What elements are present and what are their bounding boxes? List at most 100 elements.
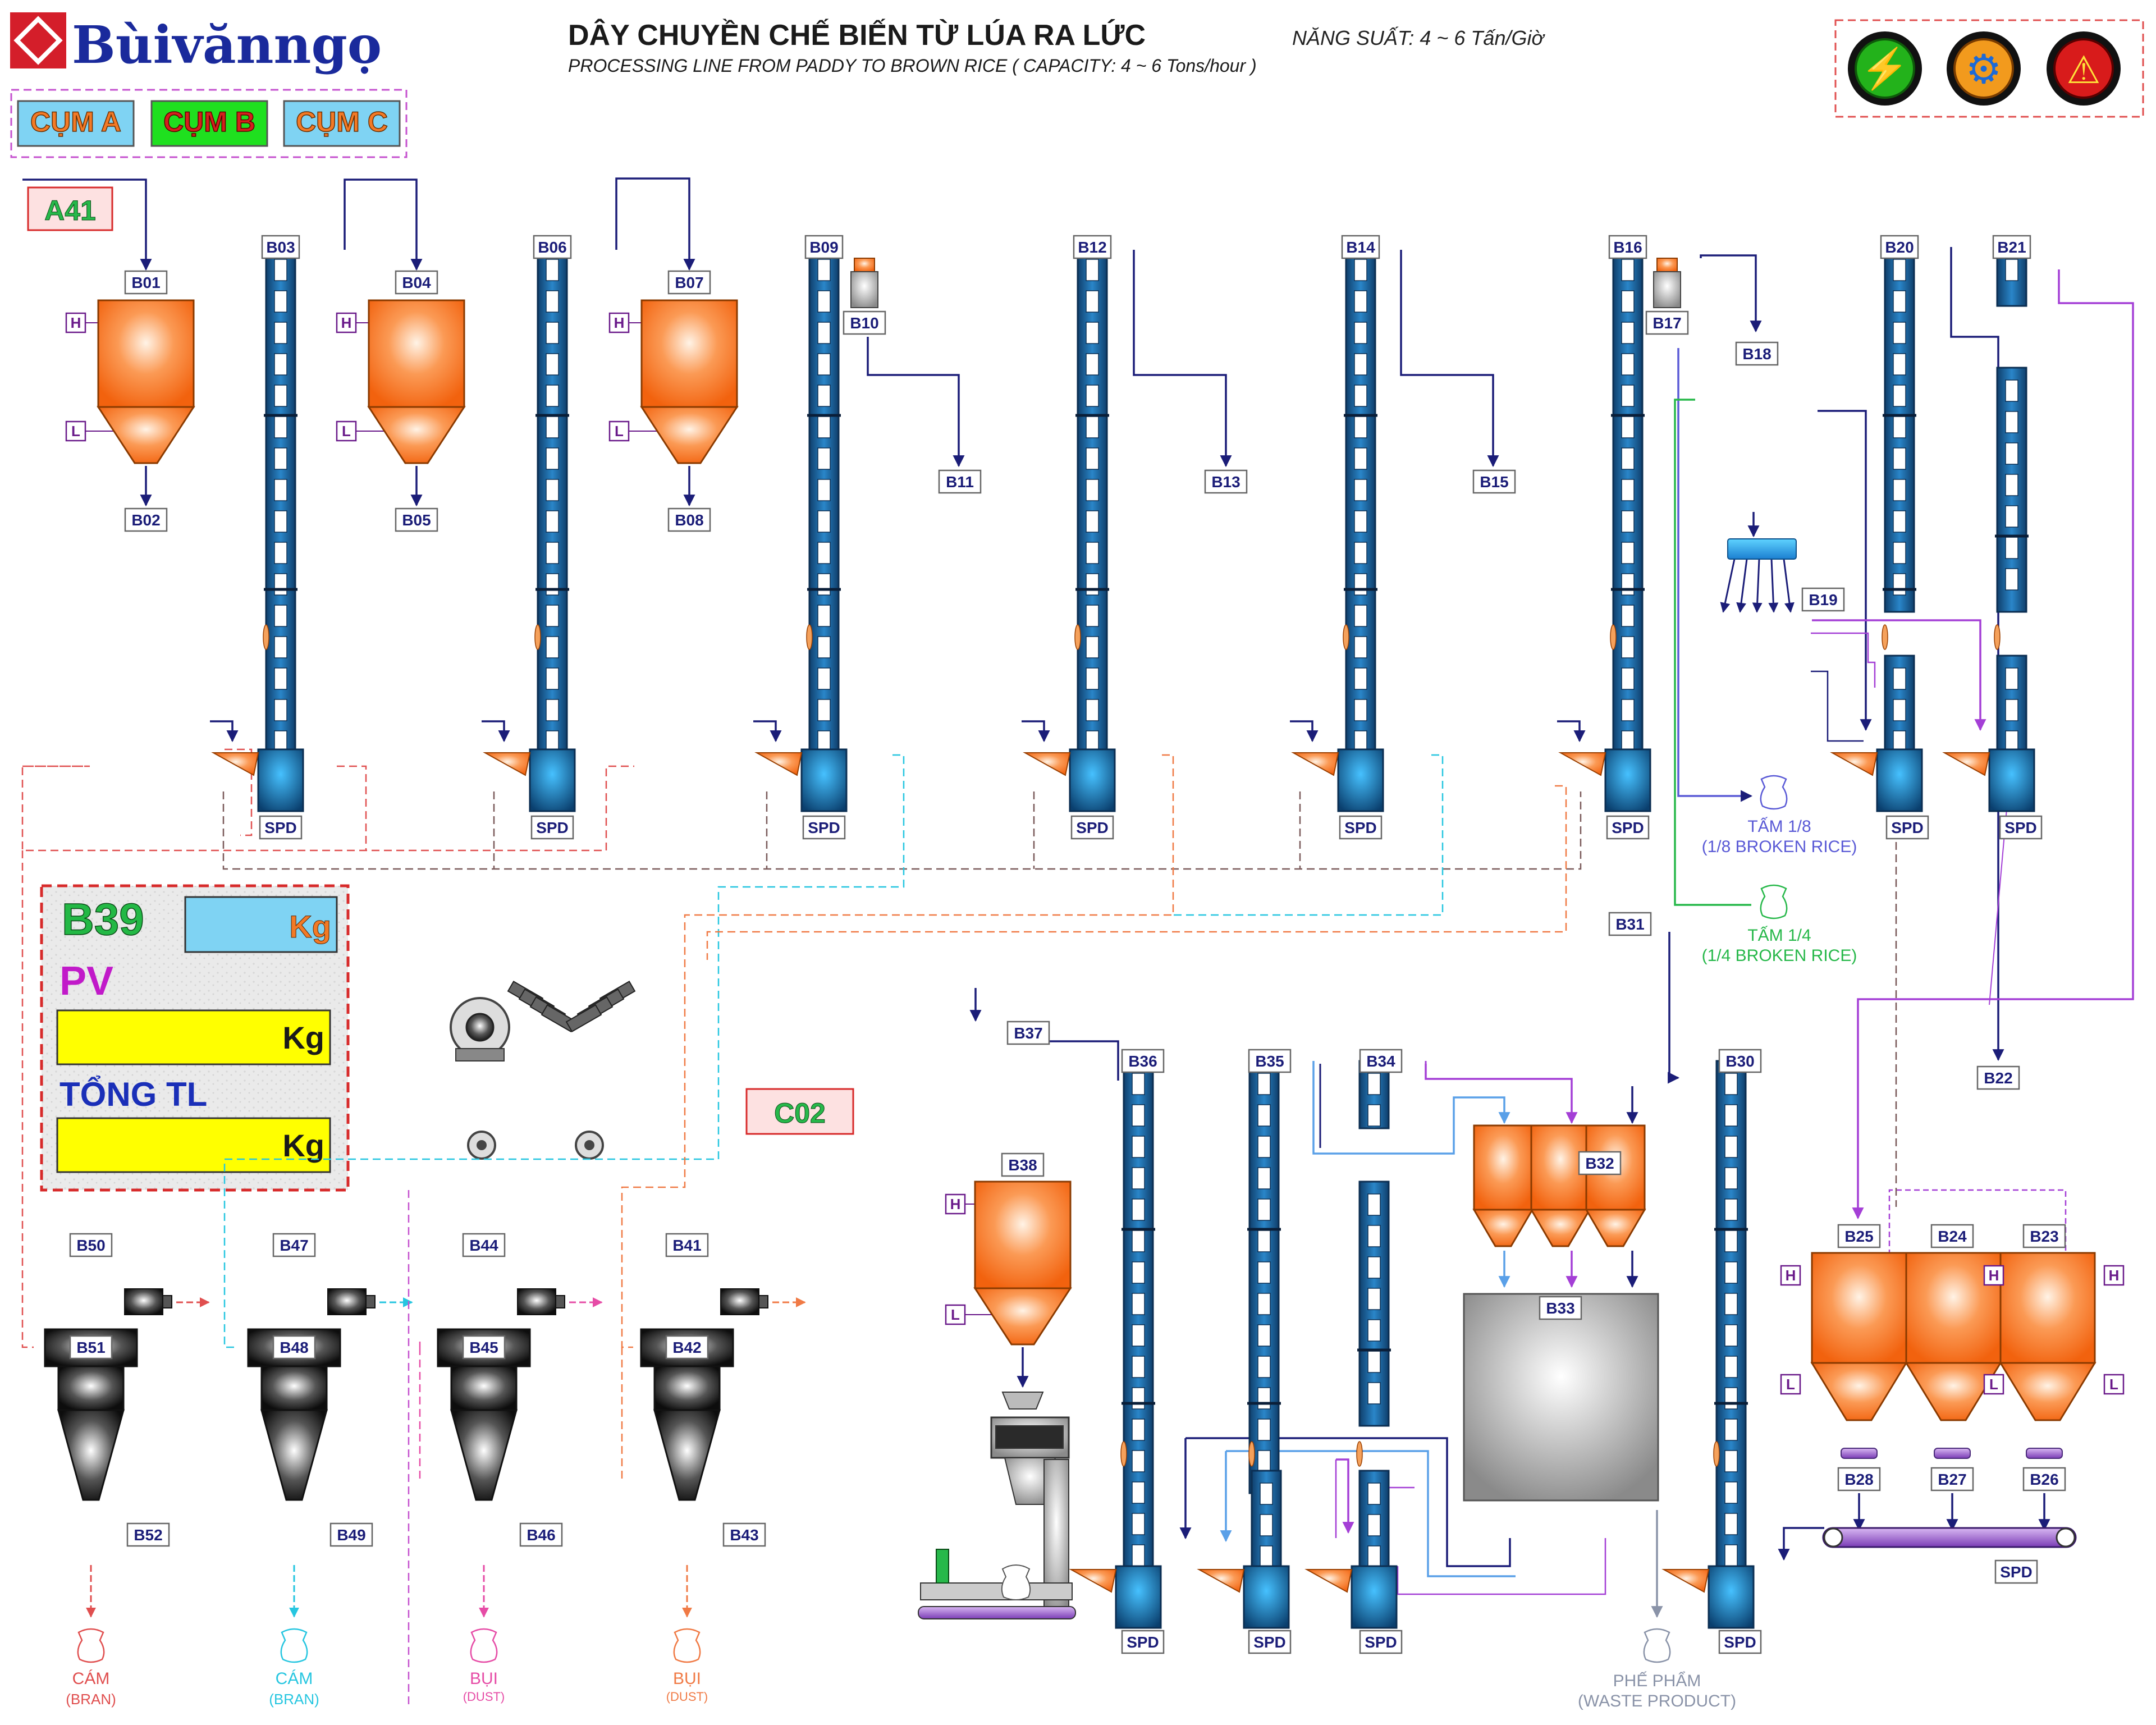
gate-b27[interactable] bbox=[1934, 1448, 1971, 1459]
bottom-flow-navy bbox=[1185, 1437, 1511, 1567]
fan-b47[interactable] bbox=[327, 1288, 376, 1315]
sifter-outlet bbox=[1768, 559, 1779, 613]
spd-tag-b36-text: SPD bbox=[1127, 1634, 1159, 1651]
tank-b33[interactable] bbox=[1463, 1293, 1659, 1502]
elevator-b21-lower[interactable] bbox=[1942, 624, 2035, 812]
tag-b11: B11 bbox=[938, 469, 982, 494]
elevator-b09[interactable] bbox=[754, 246, 848, 812]
alarm-button[interactable]: ⚠ bbox=[2047, 31, 2121, 106]
elevator-b14[interactable] bbox=[1291, 246, 1384, 812]
elevator-tag-b16-text: B16 bbox=[1613, 239, 1642, 256]
pv-label: PV bbox=[59, 959, 113, 1004]
fan-b53[interactable] bbox=[450, 980, 636, 1061]
broken-14-label-en: (1/4 BROKEN RICE) bbox=[1702, 946, 1857, 965]
tag-b30: B30 bbox=[1718, 1049, 1762, 1073]
settings-button[interactable]: ⚙ bbox=[1947, 31, 2021, 106]
fan-b44[interactable] bbox=[517, 1288, 565, 1315]
tag-b51: B51 bbox=[69, 1335, 113, 1360]
elevator-b06[interactable] bbox=[483, 246, 576, 812]
separator-b17[interactable] bbox=[1653, 258, 1681, 308]
fan-b50[interactable] bbox=[124, 1288, 172, 1315]
spd-tag-conveyor-text: SPD bbox=[2000, 1563, 2033, 1581]
inlet-arrow bbox=[1022, 720, 1050, 743]
level-low-b01: L bbox=[65, 420, 86, 442]
tag-b30-text: B30 bbox=[1725, 1053, 1754, 1070]
level-low-b04: L bbox=[336, 420, 357, 442]
gate-b28[interactable] bbox=[1841, 1448, 1878, 1459]
bin-b01[interactable] bbox=[97, 299, 195, 464]
spd-tag-b16: SPD bbox=[1606, 815, 1650, 840]
elevator-b03[interactable] bbox=[211, 246, 304, 812]
spd-tag-b30: SPD bbox=[1718, 1630, 1762, 1654]
elevator-b34-lower[interactable] bbox=[1304, 1441, 1398, 1629]
level-high-b01: H bbox=[65, 312, 86, 333]
bin-b38[interactable] bbox=[973, 1180, 1072, 1346]
broken-14-line bbox=[1674, 399, 1751, 906]
spd-tag-b14: SPD bbox=[1339, 815, 1383, 840]
fan-b41[interactable] bbox=[720, 1288, 768, 1315]
sifter-b19[interactable] bbox=[1727, 538, 1797, 560]
sifter-to-b20 bbox=[1818, 410, 1872, 731]
level-high-b24-text: H bbox=[1989, 1267, 1999, 1284]
tag-b26: B26 bbox=[2022, 1467, 2066, 1491]
separator-b10[interactable] bbox=[850, 258, 878, 308]
tag-b02: B02 bbox=[124, 507, 168, 532]
output-labels: TẤM 1/8 (1/8 BROKEN RICE) TẤM 1/4 (1/4 B… bbox=[66, 817, 1857, 1710]
cluster-b-button[interactable]: CỤM B bbox=[150, 100, 268, 147]
elevator-tag-b06-text: B06 bbox=[538, 239, 566, 256]
total-unit: Kg bbox=[282, 1128, 324, 1163]
tag-b43-text: B43 bbox=[730, 1526, 758, 1544]
tag-b50-text: B50 bbox=[76, 1237, 105, 1254]
spd-tag-b12: SPD bbox=[1070, 815, 1114, 840]
tag-b41-text: B41 bbox=[672, 1237, 701, 1254]
tag-b24: B24 bbox=[1930, 1224, 1974, 1248]
elevator-b34-mid[interactable] bbox=[1357, 1180, 1391, 1427]
b37-line bbox=[1050, 1040, 1119, 1081]
logo-text: Bùivănngọ bbox=[72, 15, 382, 75]
tag-b36-text: B36 bbox=[1128, 1053, 1157, 1070]
tag-b44: B44 bbox=[462, 1233, 506, 1257]
tag-b08: B08 bbox=[667, 507, 711, 532]
spd-tag-b30-text: SPD bbox=[1724, 1634, 1756, 1651]
total-label: TỔNG TL bbox=[59, 1076, 207, 1113]
tag-b52: B52 bbox=[126, 1522, 170, 1547]
elevator-b12[interactable] bbox=[1023, 246, 1116, 812]
tag-b19-text: B19 bbox=[1809, 591, 1837, 608]
cyclone-b45[interactable] bbox=[437, 1328, 531, 1501]
sifter-outlet bbox=[1752, 559, 1763, 613]
elevator-b21-mid[interactable] bbox=[1995, 367, 2029, 613]
spd-tag-b09-text: SPD bbox=[808, 819, 840, 836]
level-low-b04-text: L bbox=[342, 423, 351, 440]
level-high-b07-text: H bbox=[614, 314, 625, 331]
orange-dust-main bbox=[621, 754, 1174, 1348]
dust-line bbox=[225, 748, 253, 836]
cyan-dust-main bbox=[223, 754, 905, 1348]
bin-b04[interactable] bbox=[367, 299, 466, 464]
elevator-b16[interactable] bbox=[1558, 246, 1651, 812]
power-button[interactable]: ⚡ bbox=[1848, 31, 1922, 106]
tag-b50: B50 bbox=[69, 1233, 113, 1257]
feed-b10-to-b11 bbox=[867, 337, 965, 468]
tag-b10: B10 bbox=[843, 310, 886, 335]
cyclone-b42[interactable] bbox=[640, 1328, 734, 1501]
cluster-c-button[interactable]: CỤM C bbox=[283, 100, 401, 147]
elevator-b30[interactable] bbox=[1661, 1060, 1755, 1629]
elevator-b20-lower[interactable] bbox=[1830, 624, 1923, 812]
cluster-a-button[interactable]: CỤM A bbox=[17, 100, 135, 147]
elevator-b35[interactable] bbox=[1247, 1060, 1281, 1494]
elevator-b34-upper[interactable] bbox=[1358, 1060, 1390, 1129]
conveyor-belt[interactable] bbox=[1822, 1527, 2077, 1548]
elevator-b35-lower[interactable] bbox=[1197, 1441, 1290, 1629]
feed-b03-to-b04 bbox=[344, 179, 423, 271]
bagging-machine[interactable] bbox=[918, 1392, 1076, 1619]
elevator-b20-upper[interactable] bbox=[1883, 246, 1916, 613]
spd-tag-b36: SPD bbox=[1121, 1630, 1165, 1654]
bin-b32[interactable] bbox=[1472, 1124, 1646, 1247]
broken-18-line bbox=[1677, 348, 1753, 802]
bins-b23-b25[interactable] bbox=[1810, 1252, 2097, 1421]
gate-b26[interactable] bbox=[2026, 1448, 2063, 1459]
bin-b07[interactable] bbox=[640, 299, 739, 464]
tag-b25-text: B25 bbox=[1844, 1228, 1873, 1245]
elevator-b36[interactable] bbox=[1069, 1060, 1162, 1629]
bag-icon-2 bbox=[470, 1628, 498, 1663]
